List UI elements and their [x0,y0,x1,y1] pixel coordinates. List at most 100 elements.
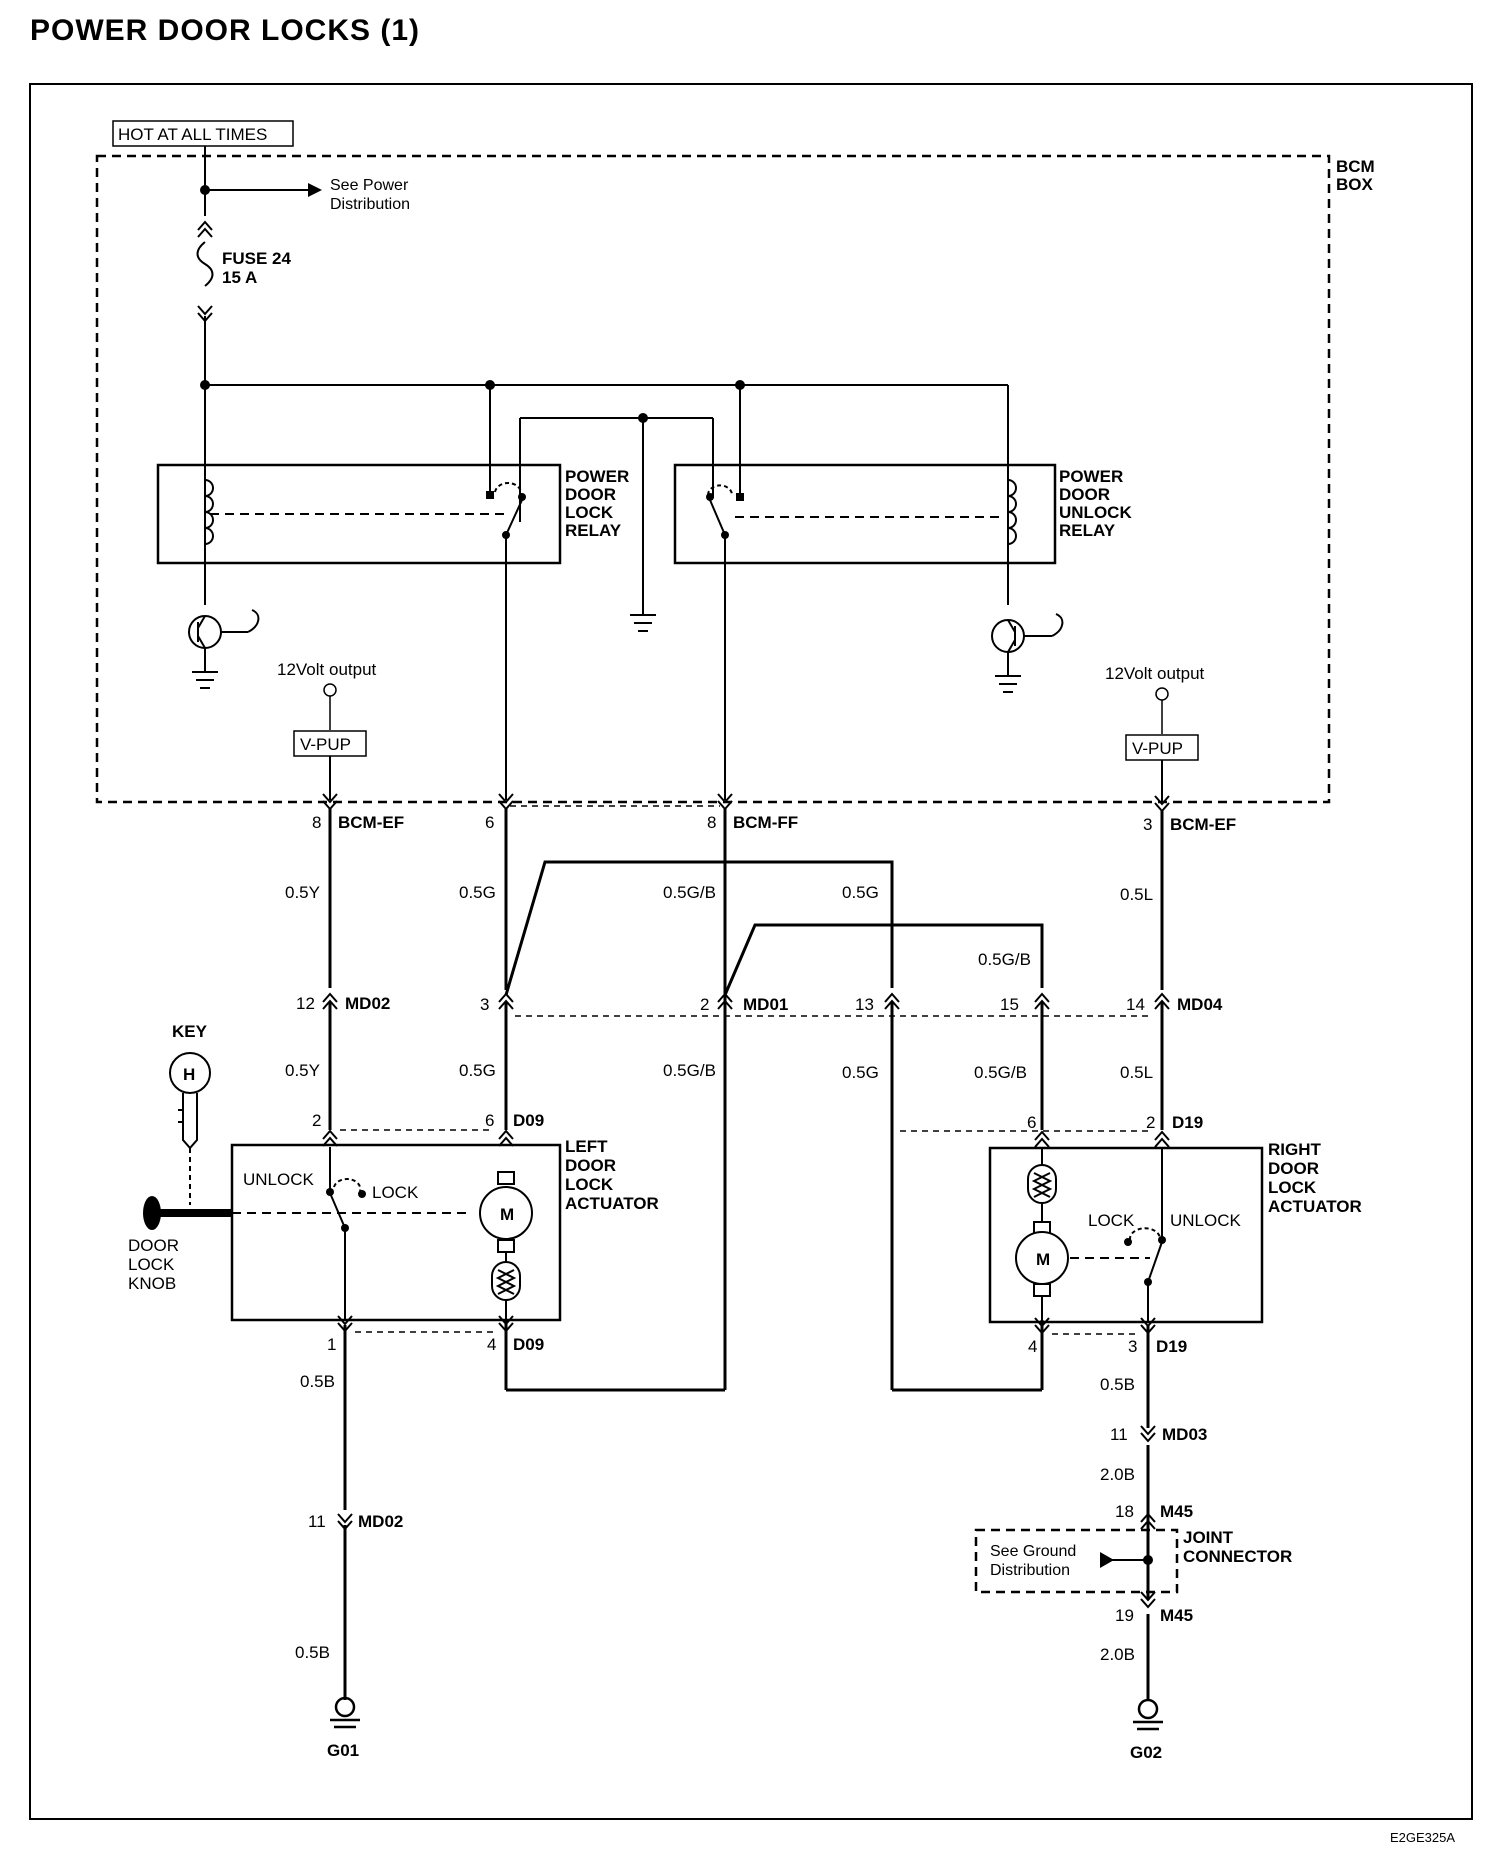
knob-label-2: LOCK [128,1255,175,1274]
wire-label: 0.5G [459,883,496,902]
wire-label: 0.5Y [285,1061,320,1080]
connector-md02-bottom: MD02 [358,1512,403,1531]
splice-dot [485,380,495,390]
switch-contact [358,1190,366,1198]
left-actuator-switch [232,1147,470,1320]
wire-label: 0.5B [300,1372,335,1391]
wire-label: 2.0B [1100,1645,1135,1664]
connector-m45-bottom: M45 [1160,1606,1193,1625]
pin-label: 4 [487,1335,496,1354]
switch-contact [1124,1238,1132,1246]
connector-md04: MD04 [1177,995,1223,1014]
left-lock-label: LOCK [372,1183,419,1202]
wire-label: 0.5Y [285,883,320,902]
pin-label: 6 [485,1111,494,1130]
arrow-icon [1100,1552,1114,1568]
lock-relay-coil [204,479,505,545]
pin-label: 11 [1110,1425,1128,1444]
connector-d09-bottom: D09 [513,1335,544,1354]
pin-label: 8 [707,813,716,832]
pin-label: 4 [1028,1337,1037,1356]
unlock-relay-label-2: DOOR [1059,485,1110,504]
outer-frame [29,83,1473,1820]
pin-label: 11 [308,1512,326,1531]
pin-label: 8 [312,813,321,832]
left-transistor-icon [188,609,260,689]
right-motor-symbol: M [1036,1250,1050,1269]
left-actuator-label-1: LEFT [565,1137,608,1156]
left-motor-symbol: M [500,1205,514,1224]
left-actuator-label-3: LOCK [565,1175,614,1194]
power-feed [196,146,1009,615]
left-output-terminal [323,683,337,697]
right-vpup-label: V-PUP [1132,739,1183,758]
left-motor-icon [479,1171,533,1320]
switch-contact [1144,1278,1152,1286]
pin-label: 1 [327,1335,336,1354]
splice-dot [200,380,210,390]
bcm-box-label-1: BCM [1336,157,1375,176]
figure-code: E2GE325A [1390,1830,1455,1845]
lock-relay-label-1: POWER [565,467,629,486]
left-actuator-box [230,1143,562,1322]
relay-contact [721,531,729,539]
pin-label: 19 [1115,1606,1134,1625]
switch-contact [341,1224,349,1232]
right-actuator-label-2: DOOR [1268,1159,1319,1178]
g01-ground-icon [330,1696,360,1729]
splice-dot [638,413,648,423]
left-unlock-label: UNLOCK [243,1170,315,1189]
left-actuator-label-4: ACTUATOR [565,1194,659,1213]
relay-contact [706,493,714,501]
pin-label: 6 [485,813,494,832]
ground-g02-label: G02 [1130,1743,1162,1762]
right-transistor-icon [991,613,1064,693]
g02-ground-icon [1133,1698,1163,1731]
pin-label: 13 [855,995,874,1014]
pin-label: 3 [480,995,489,1014]
right-actuator-box [988,1146,1264,1324]
knob-label-1: DOOR [128,1236,179,1255]
pin-label: 3 [1143,815,1152,834]
knob-label-3: KNOB [128,1274,176,1293]
unlock-relay-box [673,463,1057,565]
pin-label: 3 [1128,1337,1137,1356]
wire-label: 0.5G/B [663,1061,716,1080]
wire-label: 0.5G/B [974,1063,1027,1082]
lock-relay-label-2: DOOR [565,485,616,504]
lock-relay-box [156,463,562,565]
wire-label: 2.0B [1100,1465,1135,1484]
fuse-label-2: 15 A [222,268,257,287]
switch-contact [1158,1236,1166,1244]
wire-label: 0.5G [842,1063,879,1082]
wire-label: 0.5L [1120,1063,1153,1082]
see-power-label-1: See Power [330,177,409,194]
right-actuator-label-3: LOCK [1268,1178,1317,1197]
lock-relay-label-4: RELAY [565,521,622,540]
right-actuator-label-4: ACTUATOR [1268,1197,1362,1216]
fuse-24 [197,221,213,322]
wire-label: 0.5L [1120,885,1153,904]
key-label: KEY [172,1022,208,1041]
connector-bcm-ef-left: BCM-EF [338,813,404,832]
right-lock-label: LOCK [1088,1211,1135,1230]
see-ground-label-2: Distribution [990,1562,1070,1579]
splice-dot [200,185,210,195]
right-actuator-switch [1128,1148,1163,1322]
page-title: POWER DOOR LOCKS (1) [30,14,421,47]
right-actuator-label-1: RIGHT [1268,1140,1322,1159]
relay-ground-icon [630,614,656,632]
left-actuator-connectors [322,1130,514,1332]
left-12v-output-label: 12Volt output [277,660,377,679]
joint-connector-box [974,1528,1179,1594]
ground-g01-label: G01 [327,1741,359,1760]
pin-label: 14 [1126,995,1145,1014]
unlock-relay-label-3: UNLOCK [1059,503,1132,522]
hot-at-all-times-box [112,120,294,147]
right-unlock-label: UNLOCK [1170,1211,1242,1230]
door-lock-knob-icon [143,1196,232,1230]
connector-bcm-ef-right: BCM-EF [1170,815,1236,834]
bcm-box-outline [95,154,1331,804]
pin-label: 6 [1027,1113,1036,1132]
wire-label: 0.5G/B [978,950,1031,969]
